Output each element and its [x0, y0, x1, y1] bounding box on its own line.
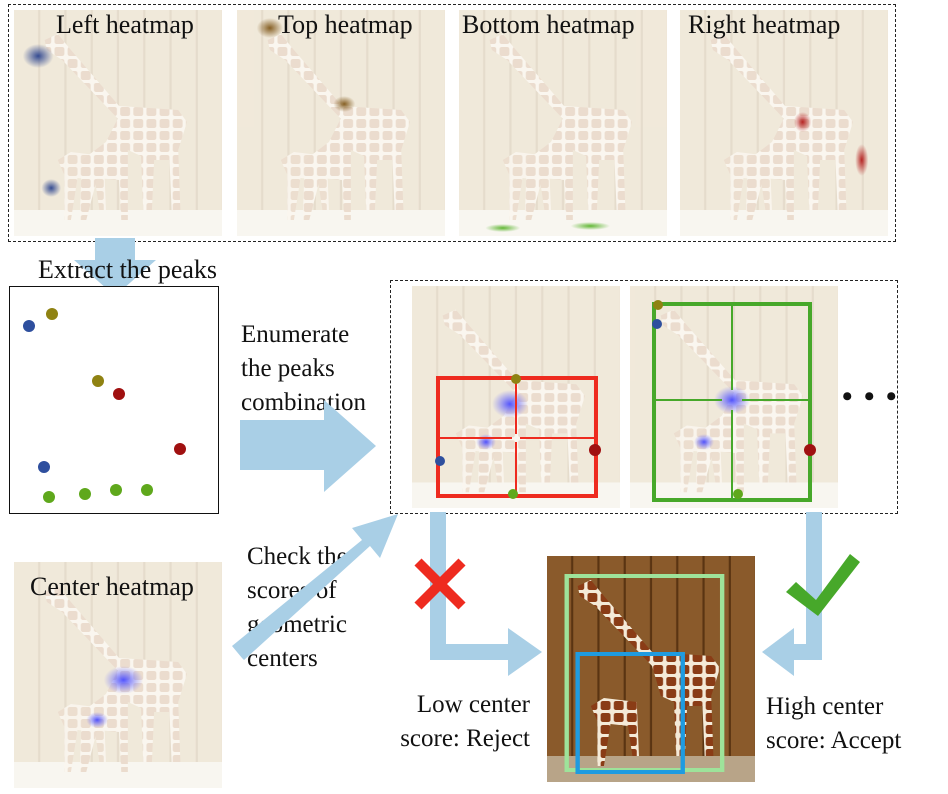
left-heatmap-image: [14, 10, 222, 236]
more-combinations-ellipsis: • • •: [842, 380, 899, 413]
reject-cross-icon: [414, 558, 466, 610]
top-heatmap-image: [237, 10, 445, 236]
center-heatmap-label: Center heatmap: [30, 572, 194, 601]
right-peak-2: [174, 443, 186, 455]
bottom-heatmap-image: [459, 10, 667, 236]
bottom-peak-1: [43, 491, 55, 503]
top-peak-1: [46, 308, 58, 320]
right-heatmap-label: Right heatmap: [688, 10, 841, 39]
accept-line1: High center: [766, 693, 884, 720]
result-image: [547, 556, 755, 782]
top-peak-2: [92, 375, 104, 387]
bottom-peak-2: [79, 488, 91, 500]
extract-arrow: [74, 238, 156, 296]
enumerate-line3: combination: [241, 389, 366, 416]
enumerate-line2: the peaks: [241, 355, 335, 382]
peaks-box: [9, 286, 219, 514]
left-heatmap-label: Left heatmap: [56, 10, 194, 39]
reject-line1: Low center: [416, 691, 530, 718]
enumerate-line1: Enumerate: [241, 321, 350, 348]
right-heatmap-image: [680, 10, 888, 236]
accept-line2: score: Accept: [766, 727, 902, 754]
accept-check-icon: [786, 554, 860, 616]
heatmaps-dashed-frame: [8, 4, 896, 242]
check-scores-arrow: [232, 514, 398, 660]
check-line4: centers: [247, 645, 318, 672]
center-heatmap-image: [14, 562, 222, 788]
right-peak-1: [113, 388, 125, 400]
bottom-peak-3: [110, 484, 122, 496]
extract-label: Extract the peaks: [38, 255, 218, 284]
reject-line2: score: Reject: [400, 725, 530, 752]
enumerate-arrow: [240, 400, 376, 492]
reject-combination-image: [412, 286, 620, 508]
enumerate-text: Enumerate the peaks combination: [241, 318, 366, 420]
left-peak-1: [23, 320, 35, 332]
left-peak-2: [38, 461, 50, 473]
reject-outcome-text: Low center score: Reject: [380, 688, 530, 756]
accept-combination-image: [630, 286, 838, 508]
reject-path-arrow: [430, 512, 542, 676]
combination-dashed-frame: [390, 280, 898, 514]
bottom-peak-4: [141, 484, 153, 496]
peaks-plot: [23, 308, 186, 503]
accept-outcome-text: High center score: Accept: [766, 690, 901, 758]
accept-path-arrow: [762, 512, 822, 676]
bottom-heatmap-label: Bottom heatmap: [462, 10, 635, 39]
top-heatmap-label: Top heatmap: [278, 10, 413, 39]
